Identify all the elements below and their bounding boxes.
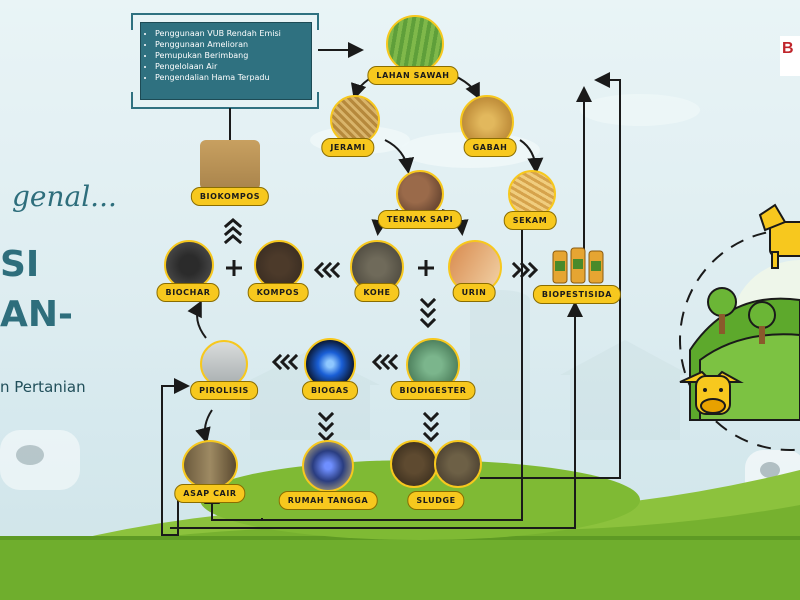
kompos-image	[254, 240, 304, 290]
sludge-image-2	[434, 440, 482, 488]
left-title-line3: AN-	[0, 294, 73, 335]
brand-logo-text: B	[782, 40, 794, 57]
label-ternak-sapi: TERNAK SAPI	[377, 210, 463, 229]
label-sludge: SLUDGE	[407, 491, 465, 510]
label-lahan-sawah: LAHAN SAWAH	[367, 66, 459, 85]
practice-item: Pengelolaan Air	[155, 61, 311, 72]
asap-cair-image	[182, 440, 238, 490]
practices-info-box: Penggunaan VUB Rendah Emisi Penggunaan A…	[140, 22, 312, 100]
bottles-icon	[552, 247, 604, 284]
label-biochar: BIOCHAR	[156, 283, 220, 302]
label-rumah-tangga: RUMAH TANGGA	[278, 491, 378, 510]
jerami-image	[330, 95, 380, 145]
label-sekam: SEKAM	[503, 211, 557, 230]
practice-item: Pengendalian Hama Terpadu	[155, 72, 311, 83]
practice-item: Penggunaan VUB Rendah Emisi	[155, 28, 311, 39]
label-asap-cair: ASAP CAIR	[174, 484, 246, 503]
rumah-tangga-image	[302, 440, 354, 492]
brand-logo: B	[780, 36, 800, 76]
practice-item: Pemupukan Berimbang	[155, 50, 311, 61]
label-kohe: KOHE	[354, 283, 400, 302]
label-biokompos: BIOKOMPOS	[190, 187, 270, 206]
label-gabah: GABAH	[463, 138, 517, 157]
label-biodigester: BIODIGESTER	[390, 381, 476, 400]
farm-circle-illustration	[679, 203, 800, 451]
practice-item: Penggunaan Amelioran	[155, 39, 311, 50]
label-biogas: BIOGAS	[302, 381, 358, 400]
label-pirolisis: PIROLISIS	[190, 381, 258, 400]
biokompos-image	[200, 140, 260, 190]
sekam-image	[508, 170, 556, 218]
label-jerami: JERAMI	[321, 138, 375, 157]
left-title-line1: genal...	[12, 180, 117, 213]
left-title-line2: SI	[0, 244, 40, 285]
label-biopestisida: BIOPESTISIDA	[532, 285, 622, 304]
lahan-sawah-image	[386, 15, 444, 73]
label-kompos: KOMPOS	[247, 283, 309, 302]
left-cow-illustration	[0, 430, 80, 490]
biopestisida-image	[550, 243, 606, 285]
sludge-image-1	[390, 440, 438, 488]
label-urin: URIN	[452, 283, 496, 302]
left-title-line4: n Pertanian	[0, 378, 86, 396]
